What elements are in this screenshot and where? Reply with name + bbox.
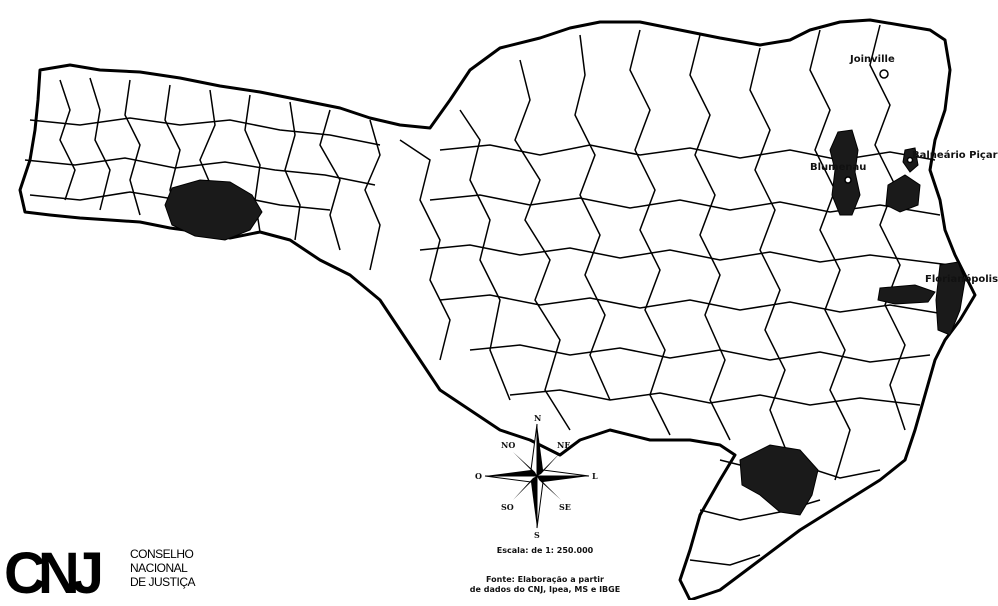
compass-rose: N NE NO L O SE SO S: [475, 413, 598, 540]
highlighted-areas: [164, 129, 966, 516]
logo-line-1: CONSELHO: [130, 547, 194, 561]
highlight-criciuma: [739, 444, 819, 516]
highlight-blumenau: [829, 129, 861, 216]
compass-o: O: [475, 471, 482, 481]
label-blumenau: Blumenau: [810, 162, 866, 173]
highlight-chapeco: [164, 179, 263, 241]
label-joinville: Joinville: [849, 54, 895, 65]
city-markers: [844, 69, 914, 184]
highlight-florianopolis: [935, 261, 966, 336]
compass-se: SE: [559, 502, 571, 512]
blumenau-marker: [844, 176, 852, 184]
compass-no: NO: [501, 440, 515, 450]
source-line-2: de dados do CNJ, Ipea, MS e IBGE: [469, 585, 621, 594]
compass-s: S: [534, 530, 540, 540]
logo-text: CONSELHO NACIONAL DE JUSTIÇA: [130, 547, 196, 589]
label-balneario-picarras: Balneário Piçarras: [912, 149, 998, 161]
logo-letters: CNJ: [4, 541, 104, 606]
compass-n: N: [534, 413, 541, 423]
label-florianopolis: Florianópolis: [925, 273, 998, 285]
cnj-logo: CNJ CONSELHO NACIONAL DE JUSTIÇA: [4, 541, 244, 606]
joinville-marker: [879, 69, 889, 79]
logo-line-2: NACIONAL: [130, 561, 188, 575]
highlight-sao-jose: [877, 284, 936, 305]
compass-so: SO: [501, 502, 514, 512]
compass-ne: NE: [557, 440, 570, 450]
source-line-1: Fonte: Elaboração a partir: [486, 575, 604, 584]
compass-l: L: [592, 471, 598, 481]
highlight-itajai: [885, 174, 921, 213]
logo-line-3: DE JUSTIÇA: [130, 575, 196, 589]
picaras-marker: [906, 156, 914, 164]
scale-text: Escala: de 1: 250.000: [496, 546, 594, 555]
